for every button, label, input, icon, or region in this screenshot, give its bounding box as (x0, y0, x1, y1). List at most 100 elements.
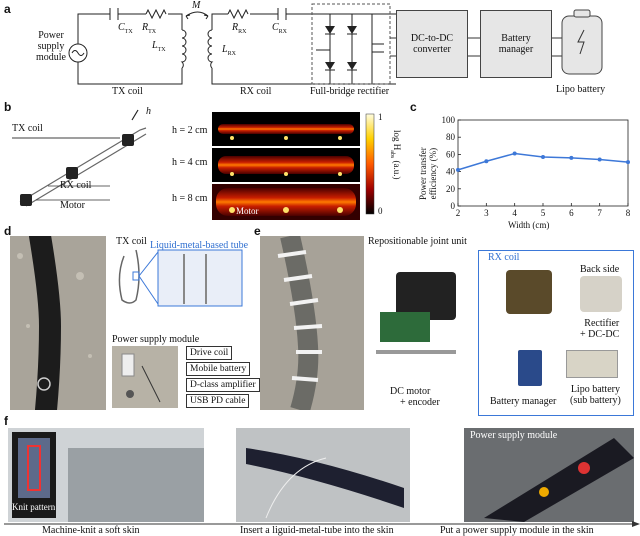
panel-e-label: e (254, 224, 261, 238)
tx-coil-sketch (118, 249, 243, 307)
field-heatmaps (212, 112, 375, 220)
c-data-point (569, 155, 574, 160)
psm-line1: Power (38, 30, 64, 41)
c-ytick-label: 80 (446, 132, 456, 142)
row-h8-label: h = 8 cm (172, 193, 208, 204)
tx-coil-label: TX coil (112, 86, 143, 97)
ltx-sub: TX (157, 47, 166, 53)
part-usb-cable: USB PD cable (186, 394, 250, 408)
power-module-photo (112, 346, 178, 408)
rrx-label: RRX (232, 22, 246, 38)
rrx-sub: RX (238, 29, 247, 35)
knit-pattern-label: Knit pattern (12, 502, 56, 512)
f-psm-label: Power supply module (470, 430, 558, 441)
colorbar-top-tick: 1 (378, 112, 383, 122)
rx-coil-photo (506, 270, 552, 314)
c-data-point (541, 154, 545, 159)
c-xtick-label: 6 (569, 208, 574, 218)
timeline-arrow (4, 521, 640, 527)
ltx-label: LTX (152, 40, 166, 56)
c-xtick-label: 2 (456, 208, 461, 218)
panel-d-label: d (4, 224, 12, 238)
ctx-sub: TX (124, 29, 133, 35)
e-lipo-line2: (sub battery) (570, 395, 621, 406)
b-h-symbol: h (146, 106, 151, 117)
ltx-sym: L (152, 40, 158, 51)
d-tx-coil-label: TX coil (116, 236, 147, 247)
c-ylabel: Power transfer efficiency (%) (418, 147, 438, 200)
robot-joint-photo (260, 236, 364, 410)
rtx-label: RTX (142, 22, 156, 38)
d-psm-label: Power supply module (112, 334, 200, 345)
c-xtick-label: 7 (597, 208, 602, 218)
c-data-point (597, 157, 602, 162)
dcdc-line2: converter (413, 44, 451, 55)
psm-line3: module (36, 52, 66, 63)
dc-motor-label: DC motor + encoder (390, 386, 440, 408)
caption-insert: Insert a liguid-metal-tube into the skin (240, 525, 394, 536)
c-xtick-label: 5 (541, 208, 546, 218)
dc-motor-line1: DC motor (390, 386, 431, 397)
c-data-point (512, 151, 517, 156)
ctx-label: CTX (118, 22, 133, 38)
c-xlabel: Width (cm) (508, 220, 550, 230)
robot-skin-photo (10, 236, 106, 410)
rect-line2: + DC-DC (580, 329, 620, 340)
e-rx-coil-label: RX coil (488, 252, 520, 263)
panel-c-label: c (410, 100, 417, 114)
crx-sub: RX (278, 29, 288, 35)
dc-motor-line2: + encoder (400, 397, 440, 408)
c-ytick-label: 60 (446, 149, 456, 159)
b-rx-coil-label: RX coil (60, 180, 92, 191)
psm-line2: supply (37, 41, 65, 52)
cb-label-unit: (a.u.) (392, 158, 402, 180)
dcdc-box: DC-to-DC converter (396, 10, 468, 78)
c-xtick-label: 8 (626, 208, 631, 218)
circuit-diagram (68, 3, 603, 85)
lrx-label: LRX (222, 44, 236, 60)
back-side-photo (580, 276, 622, 312)
c-ytick-label: 100 (442, 115, 456, 125)
knitting-machine-photo (8, 428, 204, 522)
rectifier-label: Full-bridge rectifier (310, 86, 390, 97)
rx-coil-zoom-box (478, 250, 634, 416)
colorbar-label: log Habs (a.u.) (387, 130, 402, 180)
mutual-m-label: M (192, 0, 201, 11)
row-h2-label: h = 2 cm (172, 125, 208, 136)
battery-manager-box: Battery manager (480, 10, 552, 78)
bm-line2: manager (498, 44, 534, 55)
part-drive-coil: Drive coil (186, 346, 233, 360)
panel-b-label: b (4, 100, 12, 114)
c-ytick-label: 20 (446, 184, 456, 194)
c-data-point (456, 167, 460, 172)
lipo-battery-label: Lipo battery (556, 84, 606, 95)
lipo-photo (566, 350, 618, 378)
bm-line1: Battery (501, 33, 531, 44)
colorbar-bottom-tick: 0 (378, 206, 383, 216)
caption-module: Put a power supply module in the skin (440, 525, 594, 536)
rrx-sym: R (232, 22, 239, 33)
joint-unit-photo (366, 252, 472, 360)
liquid-metal-photo (236, 428, 410, 522)
crx-label: CRX (272, 22, 287, 38)
heatmap-motor-label: Motor (236, 206, 259, 216)
b-motor-label: Motor (60, 200, 85, 211)
part-amplifier: D-class amplifier (186, 378, 260, 392)
e-battery-manager-label: Battery manager (490, 396, 557, 407)
panel-f-label: f (4, 414, 8, 428)
c-data-point (484, 159, 489, 164)
c-plot-frame (457, 119, 629, 207)
ctx-sym: C (118, 22, 125, 33)
b-tx-coil-label: TX coil (12, 123, 43, 134)
e-lipo-label: Lipo battery (sub battery) (570, 384, 621, 406)
d-tube-label: Liquid-metal-based tube (150, 240, 249, 251)
lrx-sym: L (222, 44, 228, 55)
lrx-sub: RX (227, 51, 236, 57)
part-mobile-battery: Mobile battery (186, 362, 251, 376)
e-lipo-line1: Lipo battery (570, 384, 620, 395)
c-ytick-label: 0 (451, 201, 456, 211)
panel-a-label: a (4, 2, 11, 16)
crx-sym: C (272, 22, 279, 33)
battery-manager-photo (518, 350, 542, 386)
